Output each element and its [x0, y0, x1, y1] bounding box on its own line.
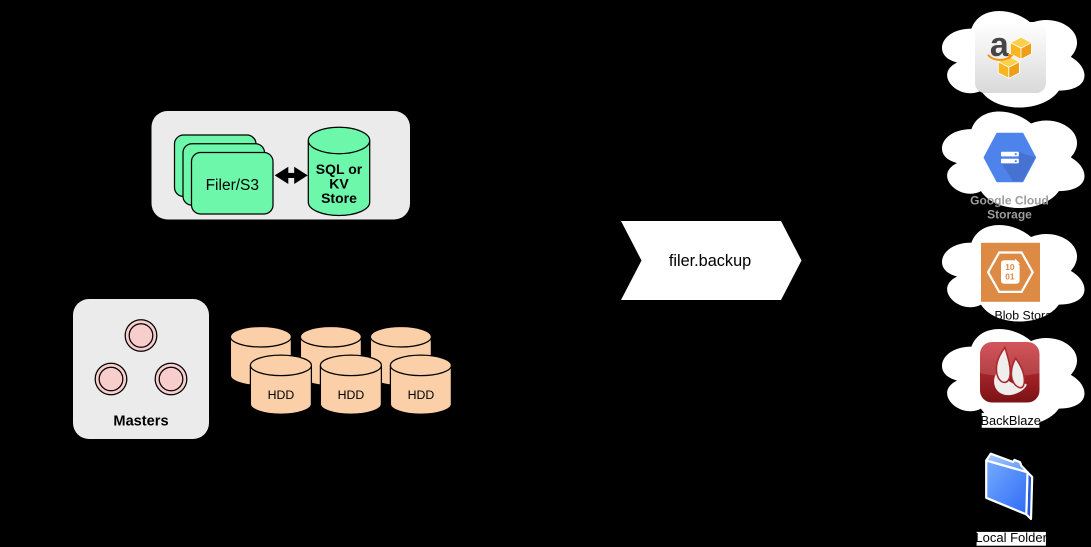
svg-text:HDD: HDD: [338, 388, 365, 402]
svg-text:a: a: [990, 26, 1010, 64]
svg-text:Local Folder: Local Folder: [975, 530, 1047, 545]
svg-text:Google Cloud: Google Cloud: [970, 194, 1049, 208]
svg-text:HDD: HDD: [408, 388, 435, 402]
svg-text:Filer/S3: Filer/S3: [206, 177, 259, 194]
svg-text:SQL or: SQL or: [316, 161, 363, 177]
svg-text:Masters: Masters: [113, 414, 168, 430]
svg-text:BackBlaze: BackBlaze: [980, 413, 1040, 428]
svg-text:10: 10: [1005, 262, 1015, 272]
svg-text:Store: Store: [321, 190, 357, 206]
svg-text:Blob Storage: Blob Storage: [995, 309, 1066, 323]
svg-text:Storage: Storage: [987, 207, 1032, 221]
svg-text:filer.backup: filer.backup: [669, 252, 751, 270]
svg-text:01: 01: [1005, 271, 1015, 281]
svg-text:HDD: HDD: [268, 388, 295, 402]
svg-text:KV: KV: [329, 176, 349, 192]
